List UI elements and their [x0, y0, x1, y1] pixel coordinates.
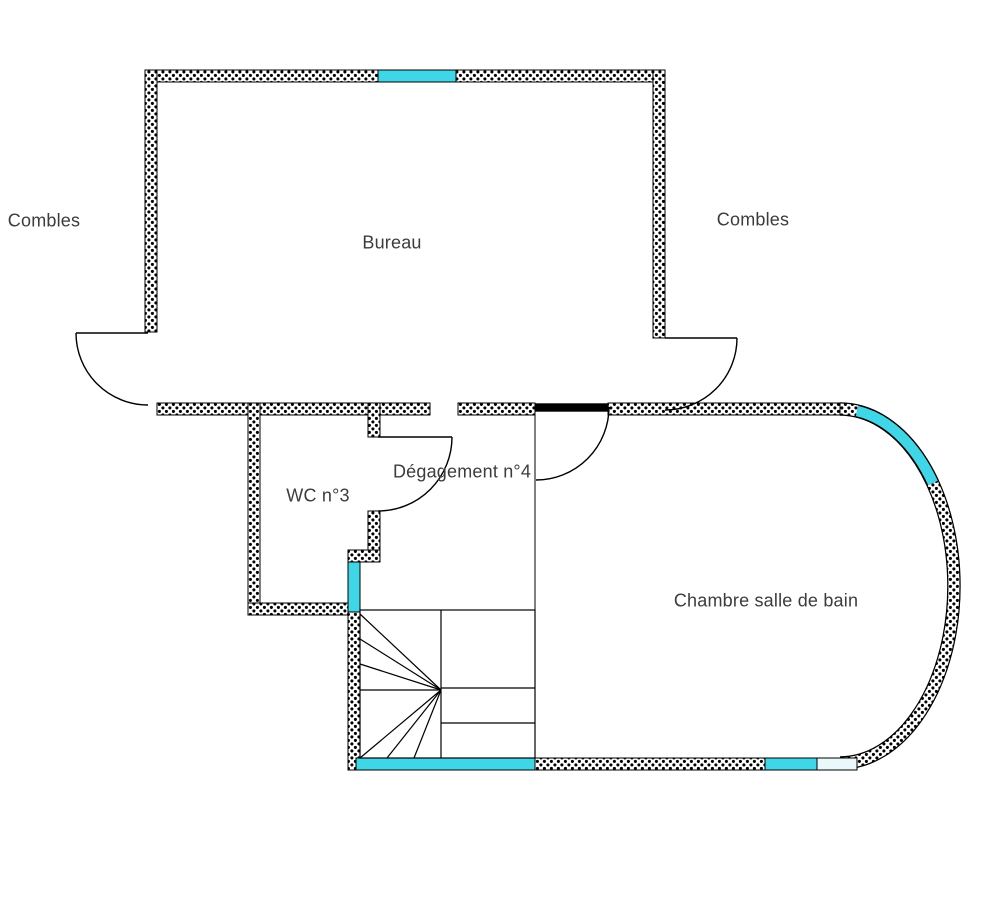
bureau-left-wall: [144, 69, 158, 333]
room-label-chambre: Chambre salle de bain: [673, 590, 859, 611]
hall-top-wall-mid: [457, 402, 536, 416]
curved-wall: [839, 402, 961, 770]
bedroom-bottom-window-light: [816, 757, 858, 771]
door-arc-wc: [377, 436, 453, 512]
hall-top-wall-left: [156, 402, 431, 416]
wc-right-wall-lower: [367, 510, 381, 553]
walls: [144, 69, 841, 771]
stair-winder-7: [413, 689, 442, 759]
windows: [347, 69, 858, 771]
stair-outline: [359, 609, 536, 759]
hall-top-wall-right: [607, 402, 841, 416]
wc-jog-wall: [347, 549, 381, 563]
room-label-combles-right: Combles: [716, 209, 790, 230]
stair-winder-3: [359, 663, 442, 691]
staircase: [359, 609, 536, 759]
bedroom-bottom-window: [764, 757, 818, 771]
room-label-bureau: Bureau: [362, 232, 422, 253]
stair-side-window: [347, 561, 361, 613]
wc-right-wall-upper: [367, 402, 381, 438]
room-label-degagement: Dégagement n°4: [392, 461, 532, 482]
door-arc-combles-right: [664, 337, 738, 411]
bureau-window: [377, 69, 457, 83]
bureau-right-wall: [652, 69, 666, 339]
curve-window: [855, 405, 938, 486]
stair-bottom-window: [355, 757, 536, 771]
door-leaf-bedroom: [535, 403, 609, 412]
door-arc-bedroom: [535, 406, 610, 481]
door-arc-combles-left: [75, 332, 149, 406]
stair-winder-5: [359, 689, 442, 759]
stair-winder-6: [386, 689, 442, 759]
bottom-wall: [534, 757, 766, 771]
room-label-wc: WC n°3: [286, 485, 350, 506]
wc-left-wall: [247, 402, 261, 616]
stair-winder-1: [359, 613, 442, 691]
stair-winder-2: [359, 638, 442, 691]
stair-left-wall: [347, 611, 361, 771]
wc-bottom-wall: [247, 602, 361, 616]
room-label-combles-left: Combles: [7, 210, 81, 231]
doors: [75, 332, 738, 512]
